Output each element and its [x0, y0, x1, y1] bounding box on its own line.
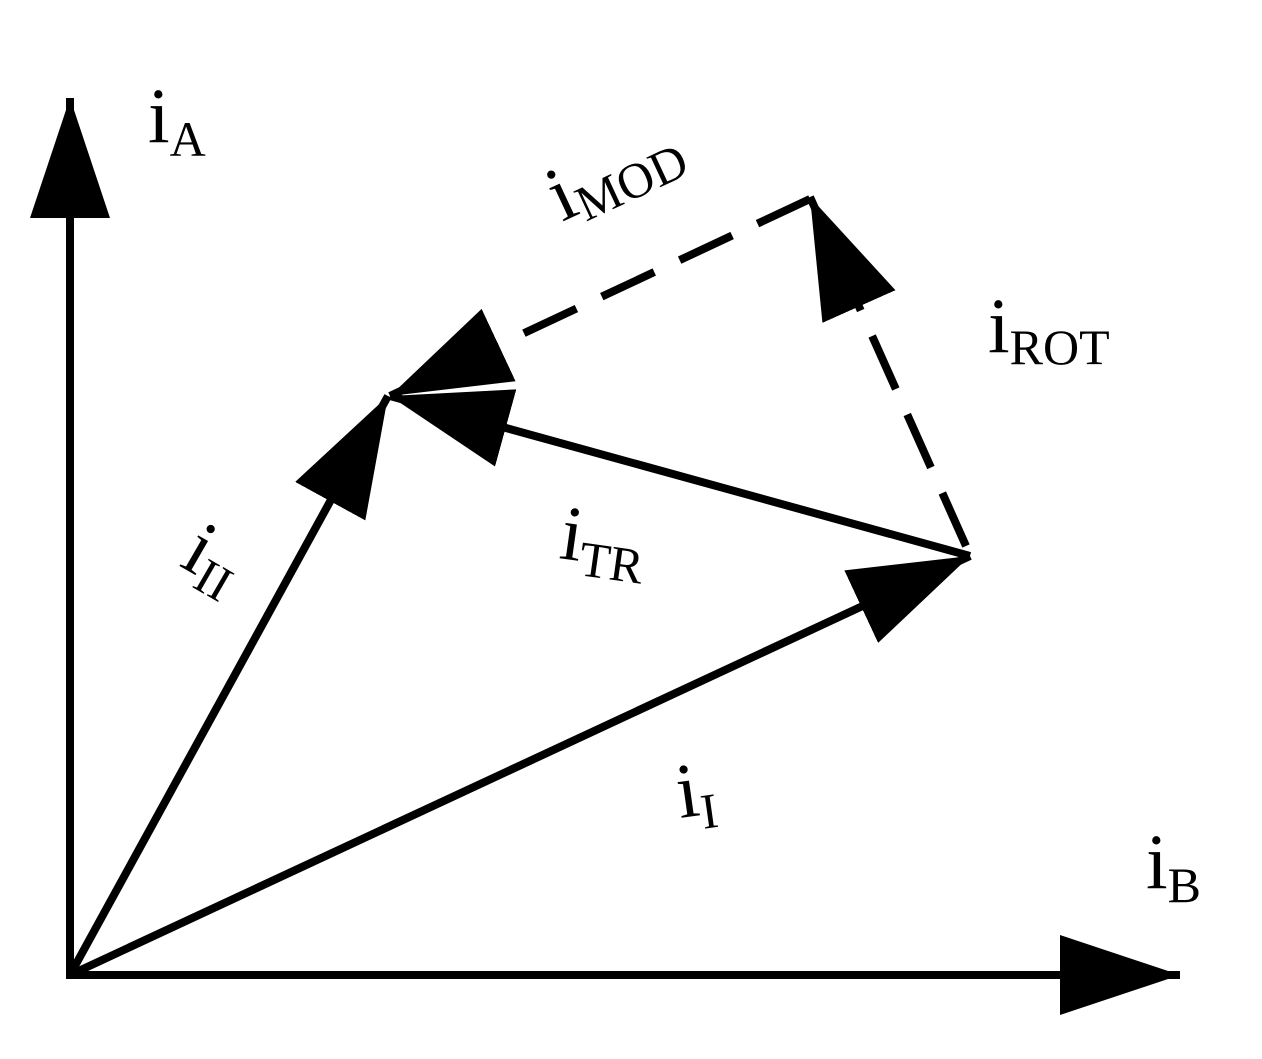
- label-i-a: iA: [148, 72, 206, 167]
- vector-i-tr-arrow: [388, 389, 972, 560]
- vector-i-ii-arrow: [66, 394, 392, 977]
- vector-i-rot-arrow: [806, 195, 970, 548]
- label-i-tr: iTR: [555, 489, 654, 595]
- label-i-ii: iII: [167, 504, 261, 612]
- label-i-b: iB: [1146, 818, 1201, 913]
- label-i-rot: iROT: [988, 282, 1110, 375]
- vector-i-i-arrow: [68, 552, 972, 979]
- vector-i-mod-arrow: [388, 195, 812, 400]
- label-i-i: iI: [670, 743, 721, 842]
- label-i-mod: iMOD: [532, 100, 696, 241]
